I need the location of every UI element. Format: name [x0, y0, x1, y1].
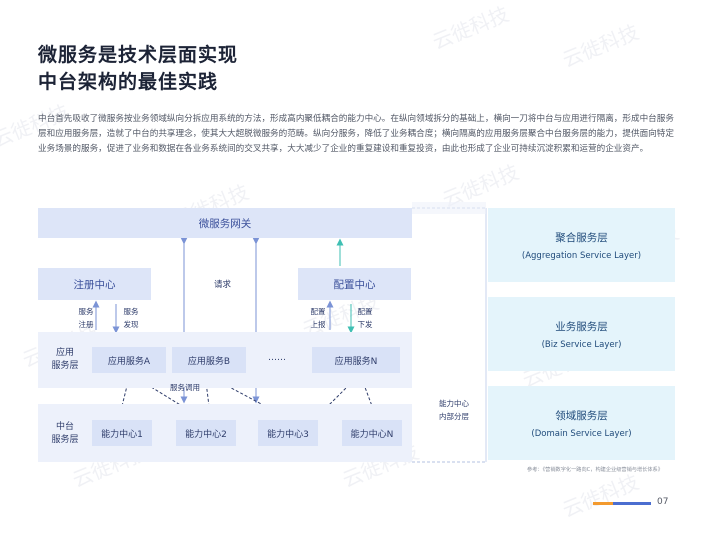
- domain-layer-box: 领域服务层 (Domain Service Layer): [488, 386, 675, 460]
- inner-layering-label: 能力中心 内部分层: [439, 399, 469, 421]
- config-report-label: 配置 上报: [310, 307, 326, 329]
- layer-subtitle: (Aggregation Service Layer): [521, 251, 642, 261]
- app-service-n: 应用服务N: [312, 347, 400, 373]
- capability-center-2: 能力中心2: [176, 420, 236, 446]
- aggregation-layer-box: 聚合服务层 (Aggregation Service Layer): [488, 208, 675, 282]
- service-call-label: 服务调用: [170, 383, 200, 392]
- api-gateway-box: 微服务网关: [38, 208, 412, 238]
- biz-layer-box: 业务服务层 (Biz Service Layer): [488, 297, 675, 371]
- intro-paragraph: 中台首先吸收了微服务按业务领域纵向分拆应用系统的方法，形成高内聚低耦合的能力中心…: [38, 114, 674, 154]
- registry-center-box: 注册中心: [38, 268, 151, 300]
- page-title-line-1: 微服务是技术层面实现: [38, 44, 239, 66]
- layer-title: 领域服务层: [555, 410, 608, 422]
- app-service-a: 应用服务A: [92, 347, 166, 373]
- layer-title: 聚合服务层: [555, 232, 608, 244]
- mid-service-layer-label: 中台 服务层: [51, 422, 79, 445]
- capability-center-3: 能力中心3: [258, 420, 318, 446]
- page-title-line-2: 中台架构的最佳实践: [38, 71, 219, 93]
- layer-subtitle: (Biz Service Layer): [541, 340, 622, 350]
- request-label: 请求: [214, 280, 232, 290]
- page-number: 07: [657, 497, 669, 507]
- service-register-label: 服务 注册: [78, 307, 94, 329]
- layer-title: 业务服务层: [555, 321, 608, 333]
- accent-line: [593, 502, 651, 505]
- reference-footnote: 参考：《营销数字化一路向C，构建企业级营销与增长体系》: [527, 467, 663, 473]
- app-service-b: 应用服务B: [172, 347, 246, 373]
- ellipsis: ……: [268, 353, 286, 363]
- capability-center-1: 能力中心1: [92, 420, 152, 446]
- capability-center-n: 能力中心N: [342, 420, 402, 446]
- app-service-layer-label: 应用 服务层: [51, 348, 79, 371]
- accent-line-orange: [593, 502, 613, 505]
- service-discover-label: 服务 发现: [123, 307, 139, 329]
- config-push-label: 配置 下发: [357, 307, 373, 329]
- config-center-box: 配置中心: [298, 268, 411, 300]
- layer-subtitle: (Domain Service Layer): [531, 429, 632, 439]
- accent-line-blue: [613, 502, 651, 505]
